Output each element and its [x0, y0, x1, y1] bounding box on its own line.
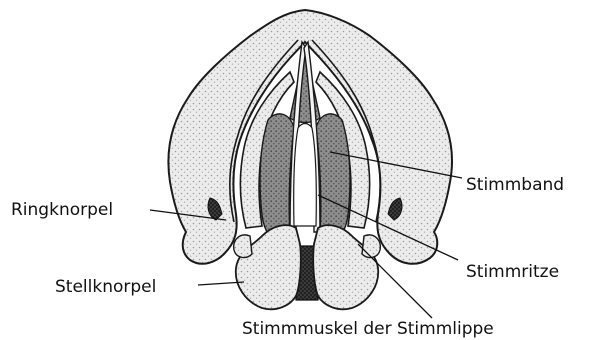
- left-small-lobe: [234, 235, 252, 258]
- right-vocal-muscle: [316, 114, 350, 242]
- right-small-lobe: [362, 235, 380, 258]
- label-stimmritze: Stimmritze: [466, 262, 559, 282]
- left-vocal-muscle: [260, 114, 294, 242]
- label-ringknorpel: Ringknorpel: [11, 200, 113, 220]
- glottis-opening: [294, 124, 317, 227]
- label-stellknorpel: Stellknorpel: [55, 277, 156, 297]
- label-stimmband: Stimmband: [466, 175, 564, 195]
- label-stimmmuskel: Stimmmuskel der Stimmlippe: [242, 319, 494, 339]
